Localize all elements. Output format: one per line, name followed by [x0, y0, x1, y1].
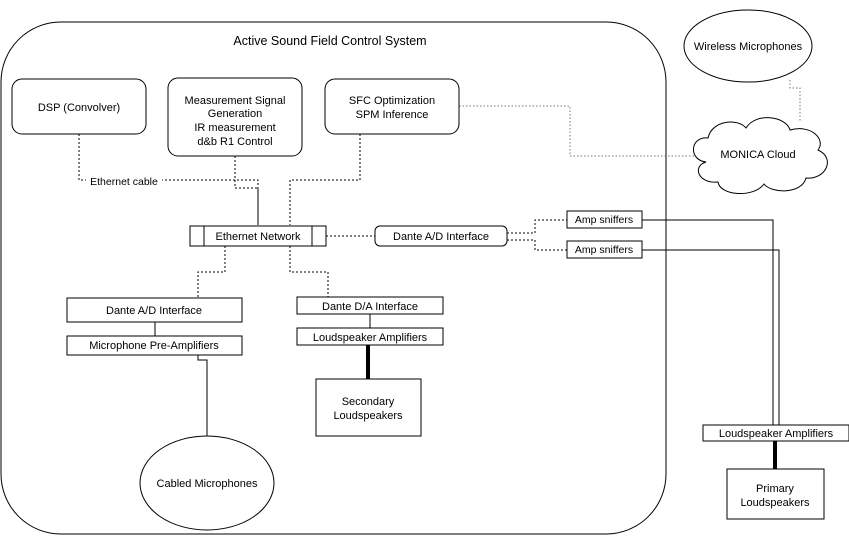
connector-sfc-ethernet	[289, 134, 361, 225]
ls-amps-inner-label: Loudspeaker Amplifiers	[313, 332, 428, 344]
connector-dante-sniffer-1	[507, 219, 567, 234]
mic-preamps-node: Microphone Pre-Amplifiers	[66, 335, 243, 356]
connector-dante-sniffer-2	[507, 239, 567, 251]
mic-preamps-label: Microphone Pre-Amplifiers	[89, 340, 219, 352]
ls-amps-outer-label: Loudspeaker Amplifiers	[719, 428, 834, 440]
sfc-label-line-2: SPM Inference	[356, 109, 429, 121]
measurement-label-line-3: IR measurement	[194, 122, 275, 134]
measurement-label-line-4: d&b R1 Control	[197, 136, 272, 148]
primary-ls-label-line-1: Primary	[756, 483, 794, 495]
amp-sniffers-2-node: Amp sniffers	[566, 240, 643, 259]
ls-amps-outer-node: Loudspeaker Amplifiers	[702, 424, 849, 442]
wireless-mics-node: Wireless Microphones	[683, 9, 813, 83]
sfc-box: SFC Optimization SPM Inference	[324, 78, 460, 135]
wire-sniffer2-primary-amp	[642, 249, 780, 425]
dante-da-node: Dante D/A Interface	[296, 296, 444, 315]
dante-da-label: Dante D/A Interface	[322, 301, 418, 313]
secondary-loudspeakers-node: Secondary Loudspeakers	[315, 378, 422, 437]
cabled-mics-label: Cabled Microphones	[157, 478, 258, 490]
connectors	[78, 80, 801, 469]
dante-ad-left-label: Dante A/D Interface	[106, 305, 202, 317]
sfc-label-line-1: SFC Optimization	[349, 95, 435, 107]
dsp-label: DSP (Convolver)	[38, 102, 120, 114]
primary-loudspeakers-node: Primary Loudspeakers	[726, 468, 825, 520]
measurement-label-line-1: Measurement Signal	[185, 95, 286, 107]
measurement-box: Measurement Signal Generation IR measure…	[167, 77, 303, 157]
cloud-shape	[693, 117, 828, 195]
dante-ad-left-node: Dante A/D Interface	[66, 297, 243, 323]
measurement-label-line-2: Generation	[208, 108, 262, 120]
amp-sniffers-2-label: Amp sniffers	[575, 244, 633, 256]
system-title: Active Sound Field Control System	[233, 34, 426, 48]
connector-measurement-ethernet	[234, 156, 259, 225]
system-boundary	[0, 21, 667, 535]
amp-sniffers-1-label: Amp sniffers	[575, 214, 633, 226]
connector-ethernet-dante-da	[289, 246, 329, 297]
dsp-box: DSP (Convolver)	[11, 78, 147, 135]
connector-ethernet-dante-ad-left	[197, 246, 226, 298]
ls-amps-inner-node: Loudspeaker Amplifiers	[296, 327, 444, 346]
dante-ad-center-label: Dante A/D Interface	[393, 231, 489, 243]
dante-ad-center-node: Dante A/D Interface	[374, 225, 508, 247]
connector-wireless-cloud	[789, 80, 801, 122]
monica-cloud-node: MONICA Cloud	[693, 117, 828, 195]
cabled-mics-node: Cabled Microphones	[139, 435, 275, 531]
ethernet-network-node: Ethernet Network	[189, 225, 327, 247]
secondary-ls-label-line-1: Secondary	[342, 396, 395, 408]
ethernet-network-label: Ethernet Network	[216, 231, 301, 243]
wire-sniffer1-primary-amp	[642, 219, 774, 425]
wire-preamp-cabled-mics	[197, 355, 208, 436]
amp-sniffers-1-node: Amp sniffers	[566, 210, 643, 229]
monica-cloud-label: MONICA Cloud	[720, 149, 795, 161]
secondary-ls-label-line-2: Loudspeakers	[333, 410, 403, 422]
primary-ls-label-line-2: Loudspeakers	[740, 497, 810, 509]
wireless-mics-label: Wireless Microphones	[694, 41, 803, 53]
ethernet-cable-label: Ethernet cable	[90, 176, 158, 188]
